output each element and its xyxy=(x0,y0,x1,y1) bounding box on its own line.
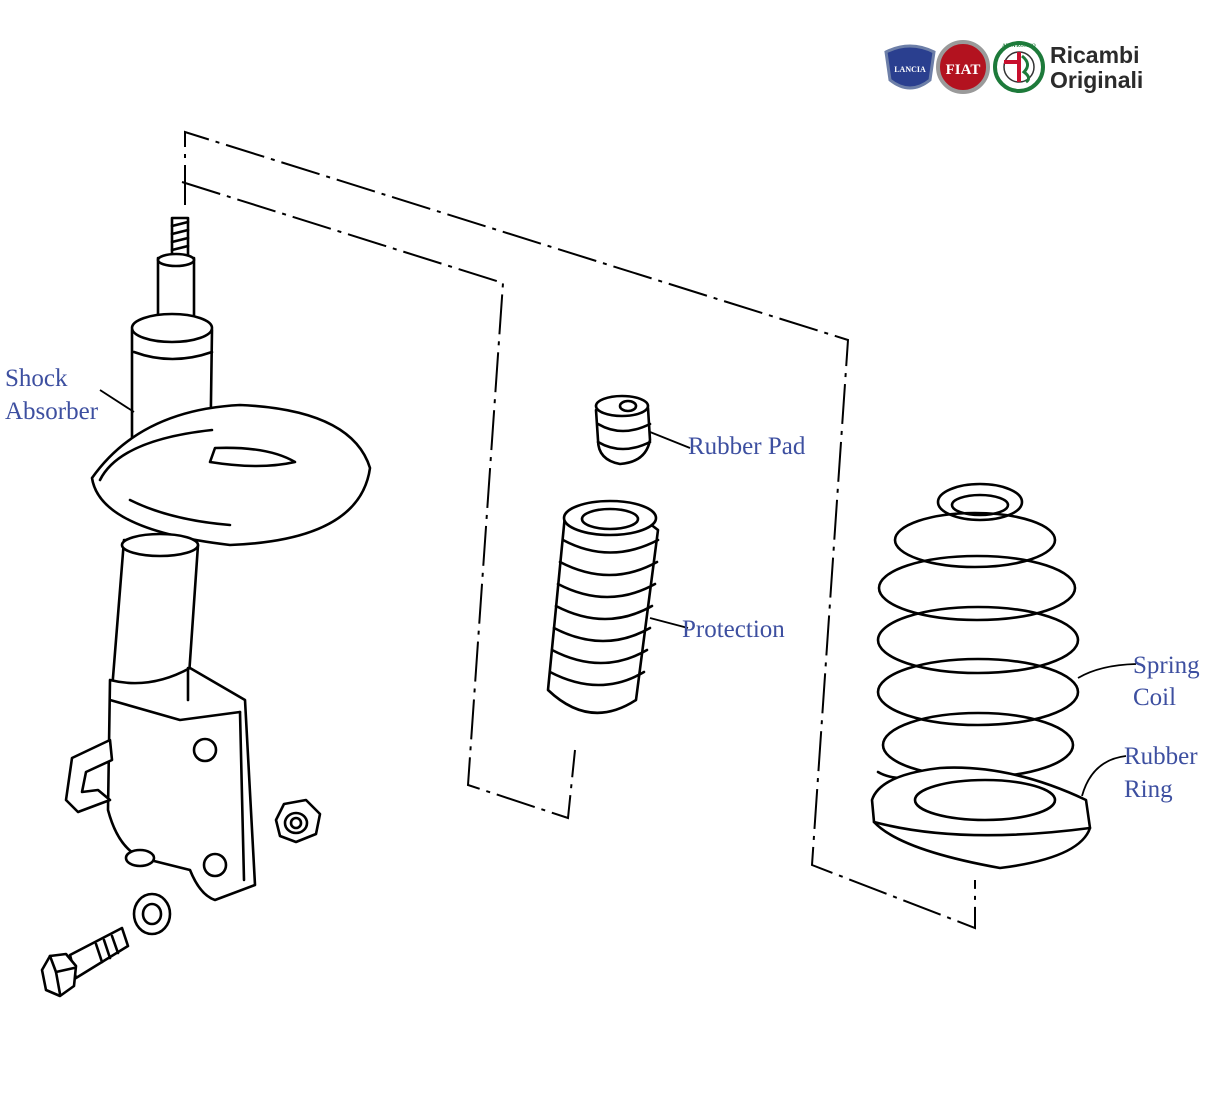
washer-part xyxy=(132,892,172,936)
part-labels: Shock Absorber Rubber Pad Protection Spr… xyxy=(5,365,1200,803)
brand-logo: LANCIA FIAT ALFA ROMEO Ricambi Originali xyxy=(884,40,1143,94)
label-spring-line-1: Spring xyxy=(1133,652,1200,679)
assembly-guide-lines xyxy=(181,130,976,930)
rubber-pad-part xyxy=(594,394,652,466)
protection-bellows-part xyxy=(546,499,660,715)
shock-absorber-part xyxy=(40,216,372,998)
label-protection: Protection xyxy=(682,616,785,643)
label-shock-line-2: Absorber xyxy=(5,398,99,425)
bolt-part xyxy=(40,926,130,998)
leader-lines xyxy=(99,389,1137,797)
logo-line-2: Originali xyxy=(1050,67,1143,93)
fiat-badge-text: FIAT xyxy=(946,62,981,78)
label-ring-line-2: Ring xyxy=(1124,776,1173,803)
fiat-badge-icon: FIAT xyxy=(936,40,990,94)
label-spring-line-2: Coil xyxy=(1133,684,1176,711)
label-ring-line-1: Rubber xyxy=(1124,743,1198,770)
label-shock-line-1: Shock xyxy=(5,365,68,392)
nut-part xyxy=(274,798,322,844)
lancia-badge-icon: LANCIA xyxy=(884,44,936,90)
label-rubber-pad: Rubber Pad xyxy=(688,433,806,460)
spring-coil-part xyxy=(876,482,1080,780)
alfa-badge-text: ALFA ROMEO xyxy=(1002,44,1036,49)
rubber-ring-part xyxy=(870,766,1092,870)
alfa-romeo-badge-icon: ALFA ROMEO xyxy=(993,41,1045,93)
logo-line-1: Ricambi xyxy=(1050,42,1139,68)
lancia-badge-text: LANCIA xyxy=(894,65,926,74)
